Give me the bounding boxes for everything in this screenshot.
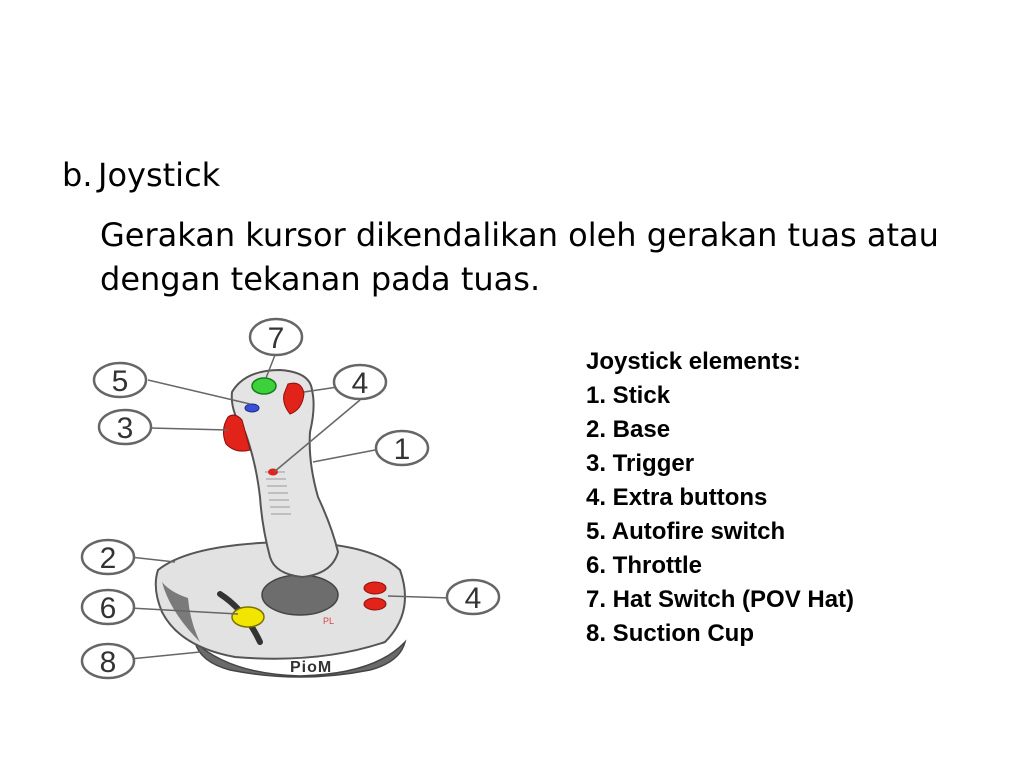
legend-item-base: 2. Base	[586, 416, 671, 443]
legend-item-throttle: 6. Throttle	[586, 552, 703, 579]
throttle-lever	[231, 606, 265, 628]
legend-title: Joystick elements:	[586, 348, 801, 375]
svg-text:4: 4	[352, 367, 369, 400]
legend-item-stick: 1. Stick	[586, 382, 671, 409]
autofire-switch	[244, 403, 260, 413]
svg-text:2: 2	[100, 542, 117, 575]
paragraph-line-1: Gerakan kursor dikendalikan oleh gerakan…	[100, 216, 939, 254]
joystick-diagram: PL PioM 7 5 4 3	[70, 312, 510, 692]
legend-item-hat-switch: 7. Hat Switch (POV Hat)	[586, 586, 855, 613]
callout-4-base: 4	[445, 578, 501, 616]
heading-marker: b.	[62, 156, 93, 194]
legend-item-suction-cup: 8. Suction Cup	[586, 620, 754, 647]
brand-logo: PioM	[290, 659, 332, 676]
slide-heading: b.Joystick	[62, 155, 220, 195]
callout-4-stick: 4	[332, 363, 388, 401]
callout-1: 1	[374, 429, 430, 467]
stick-socket	[261, 574, 339, 616]
leader-lines	[129, 354, 451, 660]
svg-text:5: 5	[112, 365, 129, 398]
svg-text:8: 8	[100, 646, 117, 679]
suction-cup-shape	[193, 639, 407, 678]
callout-7: 7	[248, 317, 304, 357]
joystick-illustration: PL PioM 7 5 4 3	[80, 317, 501, 680]
svg-text:7: 7	[268, 322, 285, 355]
legend-item-extra-buttons: 4. Extra buttons	[586, 484, 768, 511]
legend-item-trigger: 3. Trigger	[586, 450, 695, 477]
heading-text: Joystick	[98, 156, 221, 194]
extra-button-stick	[283, 382, 305, 415]
base-small-logo: PL	[323, 616, 334, 626]
base-dark-side	[162, 582, 200, 642]
callout-5: 5	[92, 361, 148, 399]
callout-2: 2	[80, 538, 136, 576]
svg-text:1: 1	[394, 433, 411, 466]
base-button-top	[363, 581, 387, 595]
slide-paragraph: Gerakan kursor dikendalikan oleh gerakan…	[100, 213, 980, 301]
hat-switch-button	[251, 377, 277, 395]
svg-text:3: 3	[117, 412, 134, 445]
callout-6: 6	[80, 588, 136, 626]
base-button-bottom	[363, 597, 387, 611]
svg-text:4: 4	[465, 582, 482, 615]
callout-3: 3	[97, 408, 153, 446]
svg-text:6: 6	[100, 592, 117, 625]
stick-shape	[230, 368, 340, 579]
paragraph-line-2: dengan tekanan pada tuas.	[100, 260, 541, 298]
callout-8: 8	[80, 642, 136, 680]
trigger-button	[222, 414, 251, 452]
legend-item-autofire: 5. Autofire switch	[586, 518, 786, 545]
grip-ridges	[265, 471, 291, 515]
joystick-elements-legend: Joystick elements: 1. Stick 2. Base 3. T…	[586, 345, 854, 651]
